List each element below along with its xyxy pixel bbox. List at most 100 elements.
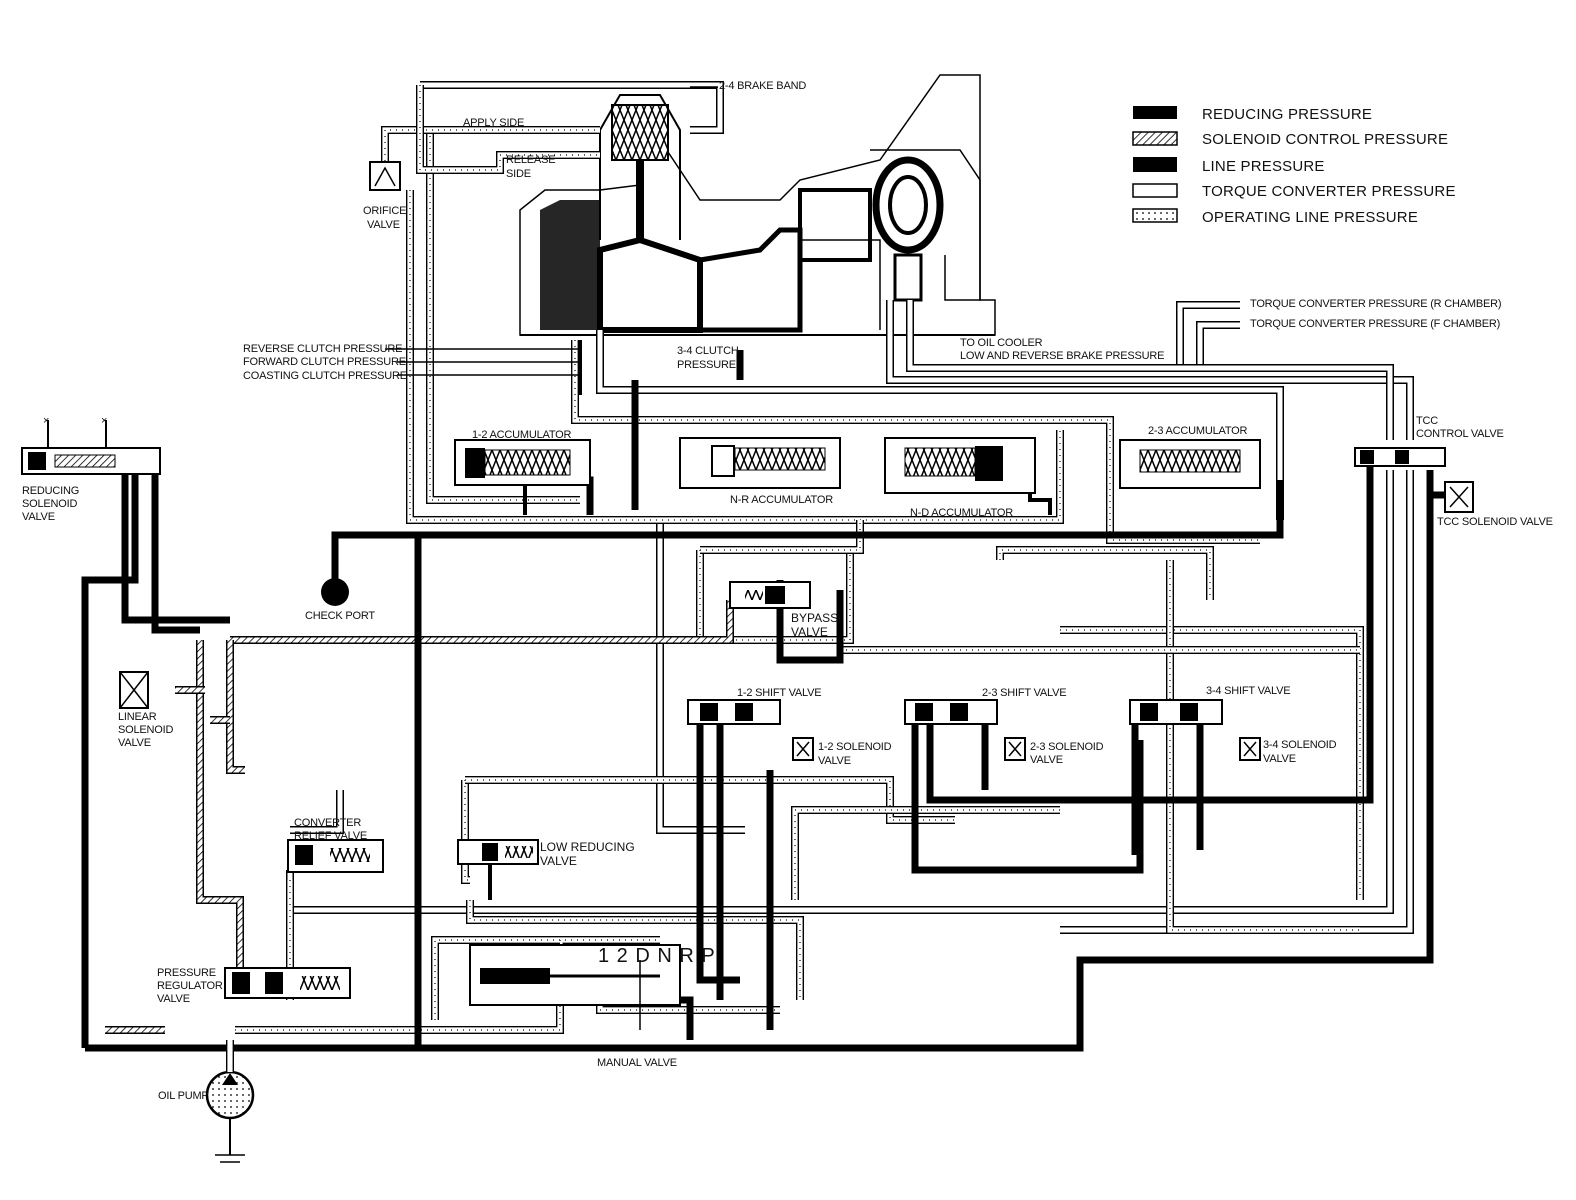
legend-item-torque: TORQUE CONVERTER PRESSURE <box>1132 183 1456 200</box>
label-2-3-accumulator: 2-3 ACCUMULATOR <box>1148 425 1248 437</box>
label-2-3-solenoid-2: VALVE <box>1030 754 1063 766</box>
label-reverse-clutch: REVERSE CLUTCH PRESSURE <box>243 343 402 355</box>
label-1-2-shift-valve: 1-2 SHIFT VALVE <box>737 687 821 699</box>
orifice-valve <box>369 161 401 191</box>
bypass-valve-body <box>729 581 811 609</box>
legend-swatch-operating <box>1132 208 1178 223</box>
label-bypass-valve-2: VALVE <box>791 625 828 639</box>
band-servo-body <box>599 94 681 240</box>
label-forward-clutch: FORWARD CLUTCH PRESSURE <box>243 356 406 368</box>
label-brake-band: 2-4 BRAKE BAND <box>719 80 806 92</box>
label-check-port: CHECK PORT <box>305 610 375 622</box>
label-3-4-clutch: 3-4 CLUTCH <box>677 345 739 357</box>
label-low-reducing-valve-2: VALVE <box>540 854 577 868</box>
tcc-solenoid-valve-body <box>1444 481 1474 513</box>
label-reducing-solenoid-3: VALVE <box>22 511 55 523</box>
label-orifice-valve-2: VALVE <box>367 219 400 231</box>
label-linear-solenoid-3: VALVE <box>118 737 151 749</box>
label-3-4-solenoid-2: VALVE <box>1263 753 1296 765</box>
rear-clutch-pack <box>540 200 600 330</box>
label-converter-relief-2: RELIEF VALVE <box>294 830 367 842</box>
torque-converter <box>870 149 981 302</box>
low-reducing-valve-body <box>457 839 539 865</box>
label-1-2-solenoid: 1-2 SOLENOID <box>818 741 892 753</box>
legend-label: TORQUE CONVERTER PRESSURE <box>1202 183 1456 200</box>
legend: REDUCING PRESSURE SOLENOID CONTROL PRESS… <box>1132 106 1456 226</box>
legend-item-line: LINE PRESSURE <box>1133 157 1325 175</box>
label-n-r-accumulator: N-R ACCUMULATOR <box>730 494 833 506</box>
operating-line-pressure-circuit <box>235 85 1364 1034</box>
label-release-side-2: SIDE <box>506 168 531 180</box>
label-3-4-clutch-2: PRESSURE <box>677 359 736 371</box>
label-tcc-control-valve-2: CONTROL VALVE <box>1416 428 1504 440</box>
label-coasting-clutch: COASTING CLUTCH PRESSURE <box>243 370 407 382</box>
solenoid-valve-1-2-body <box>792 737 814 761</box>
converter-relief-valve-body <box>287 839 384 873</box>
pressure-regulator-valve-body <box>224 967 351 999</box>
labels: 2-4 BRAKE BAND APPLY SIDE RELEASE SIDE O… <box>22 80 1553 1102</box>
label-oil-cooler: TO OIL COOLER <box>960 337 1043 349</box>
label-pressure-regulator-2: REGULATOR <box>157 980 223 992</box>
label-3-4-solenoid: 3-4 SOLENOID <box>1263 739 1337 751</box>
legend-item-operating: OPERATING LINE PRESSURE <box>1132 208 1418 226</box>
label-converter-relief: CONVERTER <box>294 817 361 829</box>
oil-pump-housing <box>798 188 872 262</box>
pump-shaft-outline <box>800 239 881 330</box>
svg-text:×: × <box>101 415 107 427</box>
accumulator-n-r <box>679 437 841 489</box>
label-linear-solenoid-2: SOLENOID <box>118 724 174 736</box>
planetary-gearset <box>597 236 703 333</box>
label-orifice-valve: ORIFICE <box>363 205 406 217</box>
label-reducing-solenoid-2: SOLENOID <box>22 498 78 510</box>
legend-item-solenoid: SOLENOID CONTROL PRESSURE <box>1132 131 1448 148</box>
label-tcc-solenoid-valve: TCC SOLENOID VALVE <box>1437 516 1553 528</box>
label-bypass-valve: BYPASS <box>791 611 838 625</box>
legend-swatch-line <box>1133 157 1177 172</box>
shift-valve-2-3-body <box>904 699 998 725</box>
label-1-2-accumulator: 1-2 ACCUMULATOR <box>472 429 572 441</box>
legend-label: SOLENOID CONTROL PRESSURE <box>1202 131 1448 148</box>
check-port-body <box>321 578 349 606</box>
manual-valve-body <box>469 944 681 1030</box>
label-1-2-solenoid-2: VALVE <box>818 755 851 767</box>
transmission-cross-section <box>519 74 996 336</box>
label-pressure-regulator: PRESSURE <box>157 967 216 979</box>
solenoid-valve-2-3-body <box>1004 737 1026 761</box>
label-3-4-shift-valve: 3-4 SHIFT VALVE <box>1206 685 1290 697</box>
accumulator-1-2 <box>454 439 591 486</box>
legend-label: REDUCING PRESSURE <box>1202 106 1372 123</box>
band-servo-spring <box>611 104 669 161</box>
label-low-reducing-valve: LOW REDUCING <box>540 840 635 854</box>
label-apply-side: APPLY SIDE <box>463 117 524 129</box>
tcc-control-valve-body <box>1354 447 1446 467</box>
label-oil-pump: OIL PUMP <box>158 1090 209 1102</box>
accumulator-n-d <box>884 437 1036 494</box>
label-tq-r-chamber: TORQUE CONVERTER PRESSURE (R CHAMBER) <box>1250 298 1501 310</box>
reducing-solenoid-valve-body: × × <box>21 415 161 475</box>
oil-pump-body <box>205 1040 255 1163</box>
solenoid-control-pressure-circuit <box>105 600 734 1034</box>
transmission-housing <box>519 74 996 336</box>
torque-converter-pressure-circuit <box>286 81 1414 934</box>
label-2-3-shift-valve: 2-3 SHIFT VALVE <box>982 687 1066 699</box>
legend-swatch-solenoid <box>1132 131 1178 146</box>
label-manual-valve: MANUAL VALVE <box>597 1057 677 1069</box>
legend-label: OPERATING LINE PRESSURE <box>1202 209 1418 226</box>
label-pressure-regulator-3: VALVE <box>157 993 190 1005</box>
legend-label: LINE PRESSURE <box>1202 158 1325 175</box>
label-n-d-accumulator: N-D ACCUMULATOR <box>910 507 1013 519</box>
legend-swatch-torque <box>1132 183 1178 198</box>
components: × × <box>21 161 1474 1163</box>
label-linear-solenoid: LINEAR <box>118 711 157 723</box>
shift-valve-3-4-body <box>1129 699 1223 725</box>
svg-text:×: × <box>43 415 49 427</box>
label-release-side: RELEASE <box>506 154 555 166</box>
label-low-reverse-brake: LOW AND REVERSE BRAKE PRESSURE <box>960 350 1164 362</box>
line-pressure-circuit <box>81 350 1445 1052</box>
label-range-positions: 1 2 D N R P <box>598 945 716 967</box>
label-reducing-solenoid: REDUCING <box>22 485 79 497</box>
shift-valve-1-2-body <box>687 699 781 725</box>
legend-item-reducing: REDUCING PRESSURE <box>1133 106 1372 123</box>
solenoid-valve-3-4-body <box>1239 737 1261 761</box>
